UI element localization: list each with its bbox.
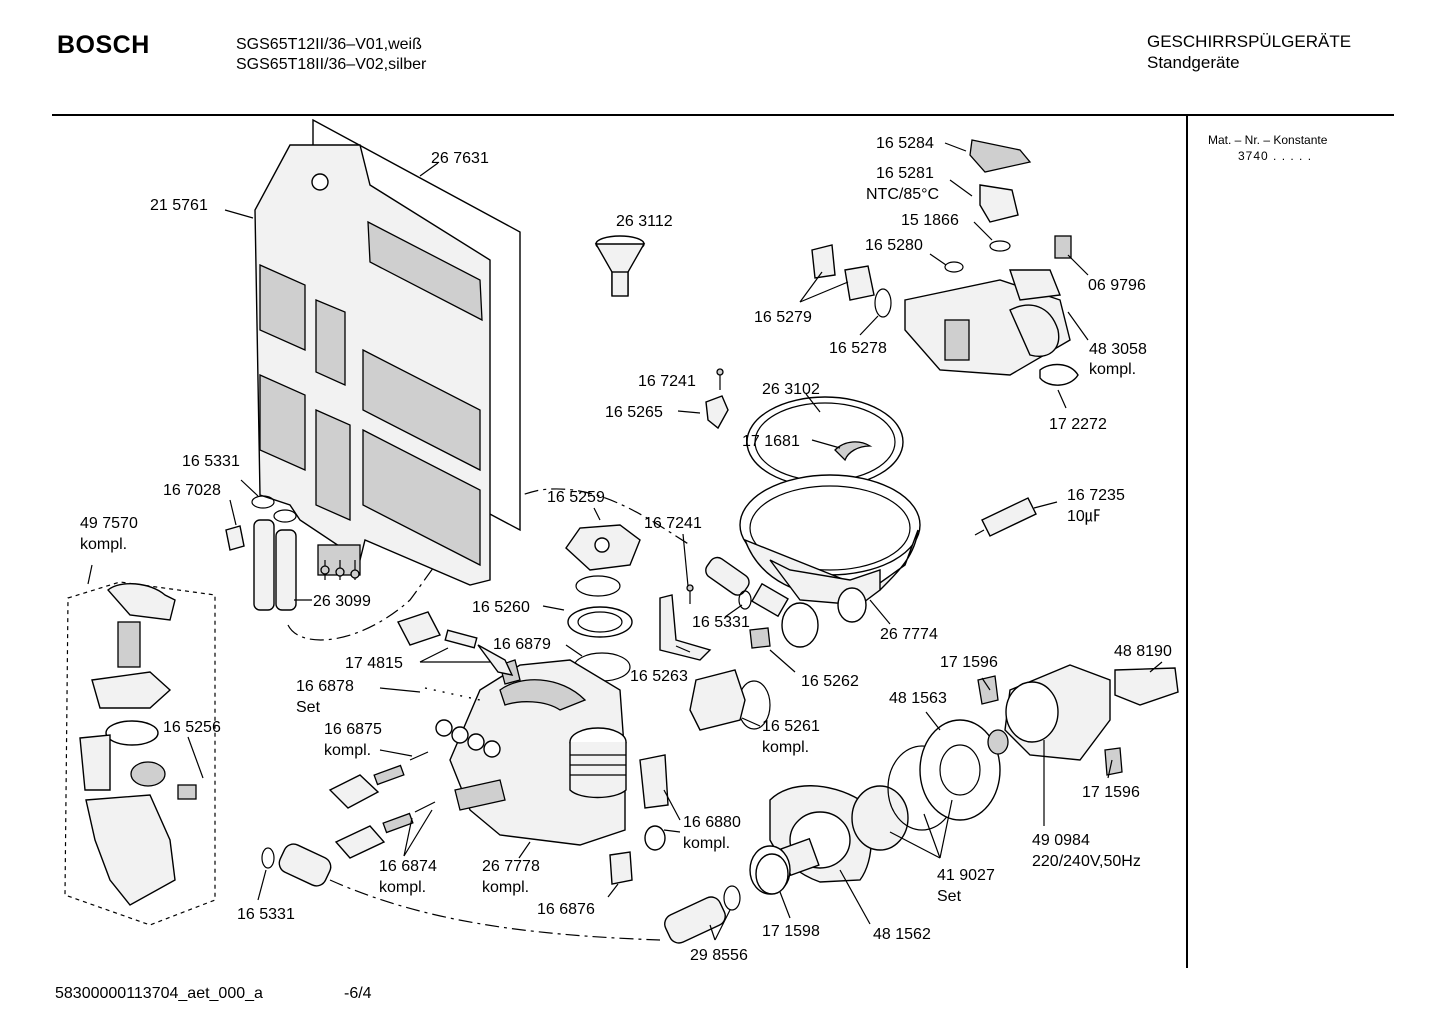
- water-softener: [435, 659, 627, 846]
- brand-logo: BOSCH: [57, 31, 150, 59]
- callout-label: kompl.: [683, 835, 730, 852]
- callout-label: 29 8556: [690, 947, 748, 964]
- callout-label: 26 7774: [880, 626, 938, 643]
- callout-label: 26 3112: [616, 213, 673, 230]
- model-line-1: SGS65T12II/36–V01,weiß: [236, 36, 422, 53]
- callout-label: 16 5331: [237, 906, 295, 923]
- callout-label: 16 5278: [829, 340, 887, 357]
- callout-label: 21 5761: [150, 197, 208, 214]
- callout-label: 49 0984: [1032, 832, 1090, 849]
- callout-label: 26 3099: [313, 593, 371, 610]
- callout-label: 16 6880: [683, 814, 741, 831]
- capacitor-part: [974, 497, 1037, 537]
- callout-label: kompl.: [482, 879, 529, 896]
- callout-label: kompl.: [324, 742, 371, 759]
- category-subtitle: Standgeräte: [1147, 53, 1240, 72]
- callout-label: 16 5280: [865, 237, 923, 254]
- air-break-part: [396, 611, 514, 676]
- sidebar-divider: [1186, 116, 1188, 968]
- document-id: 58300000113704_aet_000_a: [55, 985, 263, 1002]
- callout-label: 17 1681: [742, 433, 800, 450]
- funnel-part: [594, 235, 646, 297]
- callout-label: 48 1563: [889, 690, 947, 707]
- category-title: GESCHIRRSPÜLGERÄTE: [1147, 32, 1352, 51]
- callout-label: 16 5265: [605, 404, 663, 421]
- circulation-pump: [749, 664, 1179, 895]
- callout-label: NTC/85°C: [866, 186, 939, 203]
- model-list: SGS65T12II/36–V01,weiß SGS65T18II/36–V02…: [236, 35, 426, 75]
- callout-label: 10㎌: [1067, 508, 1101, 525]
- category-block: GESCHIRRSPÜLGERÄTE Standgeräte: [1147, 31, 1351, 73]
- side-panel: [254, 118, 521, 586]
- callout-label: 16 5256: [163, 719, 221, 736]
- page-number: -6/4: [344, 985, 372, 1002]
- callout-label: 26 7778: [482, 858, 540, 875]
- valve-assembly: [811, 139, 1079, 386]
- small-parts-upper: [686, 368, 729, 604]
- hose-route-line: [329, 879, 661, 941]
- callout-label: 16 7235: [1067, 487, 1125, 504]
- callout-label: 17 1598: [762, 923, 820, 940]
- callout-label: 17 4815: [345, 655, 403, 672]
- callout-label: 16 5262: [801, 673, 859, 690]
- inlet-hose: [261, 843, 332, 887]
- callout-label: 26 3102: [762, 381, 820, 398]
- hose-connectors: [225, 495, 297, 611]
- sump-assembly: [739, 396, 921, 648]
- callout-label: 16 5331: [692, 614, 750, 631]
- regeneration-parts: [565, 524, 641, 682]
- material-value: 3740 . . . . .: [1238, 149, 1313, 163]
- callout-label: 16 7241: [644, 515, 702, 532]
- callout-label: kompl.: [80, 536, 127, 553]
- callout-label: 16 6875: [324, 721, 382, 738]
- callout-label: 06 9796: [1088, 277, 1146, 294]
- model-line-2: SGS65T18II/36–V02,silber: [236, 56, 427, 73]
- callout-label: 15 1866: [901, 212, 959, 229]
- callout-label: 16 7241: [638, 373, 696, 390]
- callout-label: 16 5263: [630, 668, 688, 685]
- callout-label: Set: [296, 699, 321, 716]
- callout-label: 220/240V,50Hz: [1032, 853, 1141, 870]
- callout-label: 16 5279: [754, 309, 812, 326]
- callout-label: Set: [937, 888, 962, 905]
- pump-connectors: [659, 556, 771, 731]
- callout-label: kompl.: [1089, 361, 1136, 378]
- callout-label: 16 5261: [762, 718, 820, 735]
- callout-label: 16 6876: [537, 901, 595, 918]
- callout-label: 48 1562: [873, 926, 931, 943]
- callout-label: 16 6874: [379, 858, 437, 875]
- callout-label: 16 5260: [472, 599, 530, 616]
- callout-label: 17 1596: [940, 654, 998, 671]
- dispenser-assembly: [64, 581, 216, 926]
- callout-label: 16 6879: [493, 636, 551, 653]
- callout-label: 16 5259: [547, 489, 605, 506]
- callout-label: 49 7570: [80, 515, 138, 532]
- callout-label: 41 9027: [937, 867, 995, 884]
- callout-labels: 16 5284 16 5281 NTC/85°C 15 1866 26 7631…: [80, 135, 1172, 964]
- callout-label: 48 8190: [1114, 643, 1172, 660]
- valve-parts-lower: [328, 751, 436, 859]
- header-divider: [52, 114, 1394, 116]
- material-label: Mat. – Nr. – Konstante: [1208, 133, 1328, 147]
- callout-label: 26 7631: [431, 150, 489, 167]
- callout-label: 16 5284: [876, 135, 934, 152]
- callout-label: 16 6878: [296, 678, 354, 695]
- callout-label: kompl.: [379, 879, 426, 896]
- callout-label: 17 2272: [1049, 416, 1107, 433]
- callout-label: 16 5331: [182, 453, 240, 470]
- callout-label: kompl.: [762, 739, 809, 756]
- callout-label: 17 1596: [1082, 784, 1140, 801]
- callout-label: 48 3058: [1089, 341, 1147, 358]
- callout-label: 16 7028: [163, 482, 221, 499]
- outlet-hose: [664, 853, 789, 944]
- callout-label: 16 5281: [876, 165, 934, 182]
- dosing-parts: [609, 754, 669, 885]
